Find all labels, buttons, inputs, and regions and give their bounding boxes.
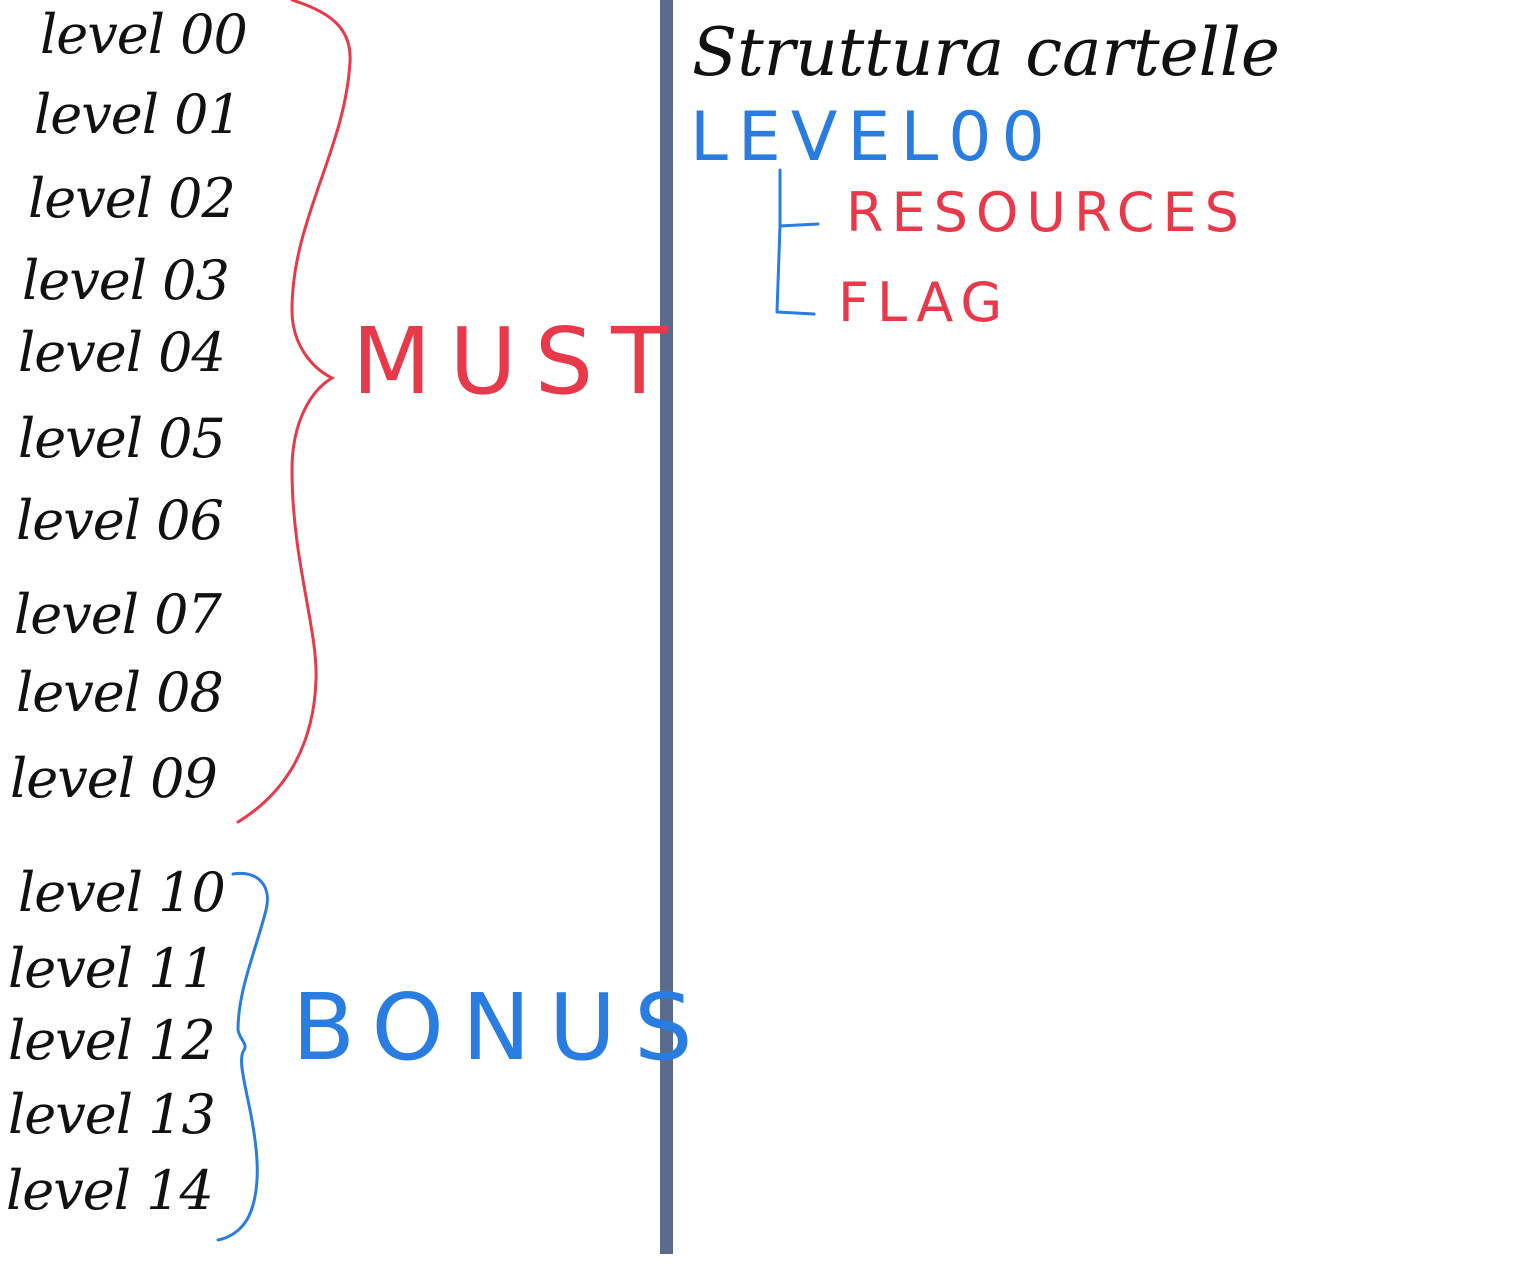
level-item: level 12 <box>8 1009 216 1072</box>
tree-root-folder: LEVEL00 <box>690 98 1055 177</box>
level-item: level 06 <box>16 489 224 552</box>
level-item: level 03 <box>22 249 230 312</box>
level-item: level 00 <box>40 3 248 66</box>
level-item: level 08 <box>16 661 224 724</box>
level-item: level 09 <box>10 747 218 810</box>
tree-child-folder: RESOURCES <box>846 181 1247 244</box>
level-item: level 11 <box>8 937 216 1000</box>
bonus-label: BONUS <box>292 974 711 1081</box>
tree-child-folder: FLAG <box>838 271 1011 334</box>
level-item: level 04 <box>18 321 226 384</box>
level-item: level 14 <box>6 1159 214 1222</box>
level-item: level 05 <box>18 407 226 470</box>
must-brace <box>236 0 352 824</box>
level-item: level 02 <box>28 167 236 230</box>
level-item: level 01 <box>34 83 242 146</box>
level-item: level 07 <box>14 583 222 646</box>
level-item: level 10 <box>18 861 226 924</box>
tree-connector <box>775 168 820 316</box>
structure-title: Struttura cartelle <box>692 14 1280 91</box>
must-label: MUST <box>352 308 686 415</box>
level-item: level 13 <box>8 1083 216 1146</box>
bonus-brace <box>216 871 269 1242</box>
vertical-divider <box>660 0 673 1254</box>
